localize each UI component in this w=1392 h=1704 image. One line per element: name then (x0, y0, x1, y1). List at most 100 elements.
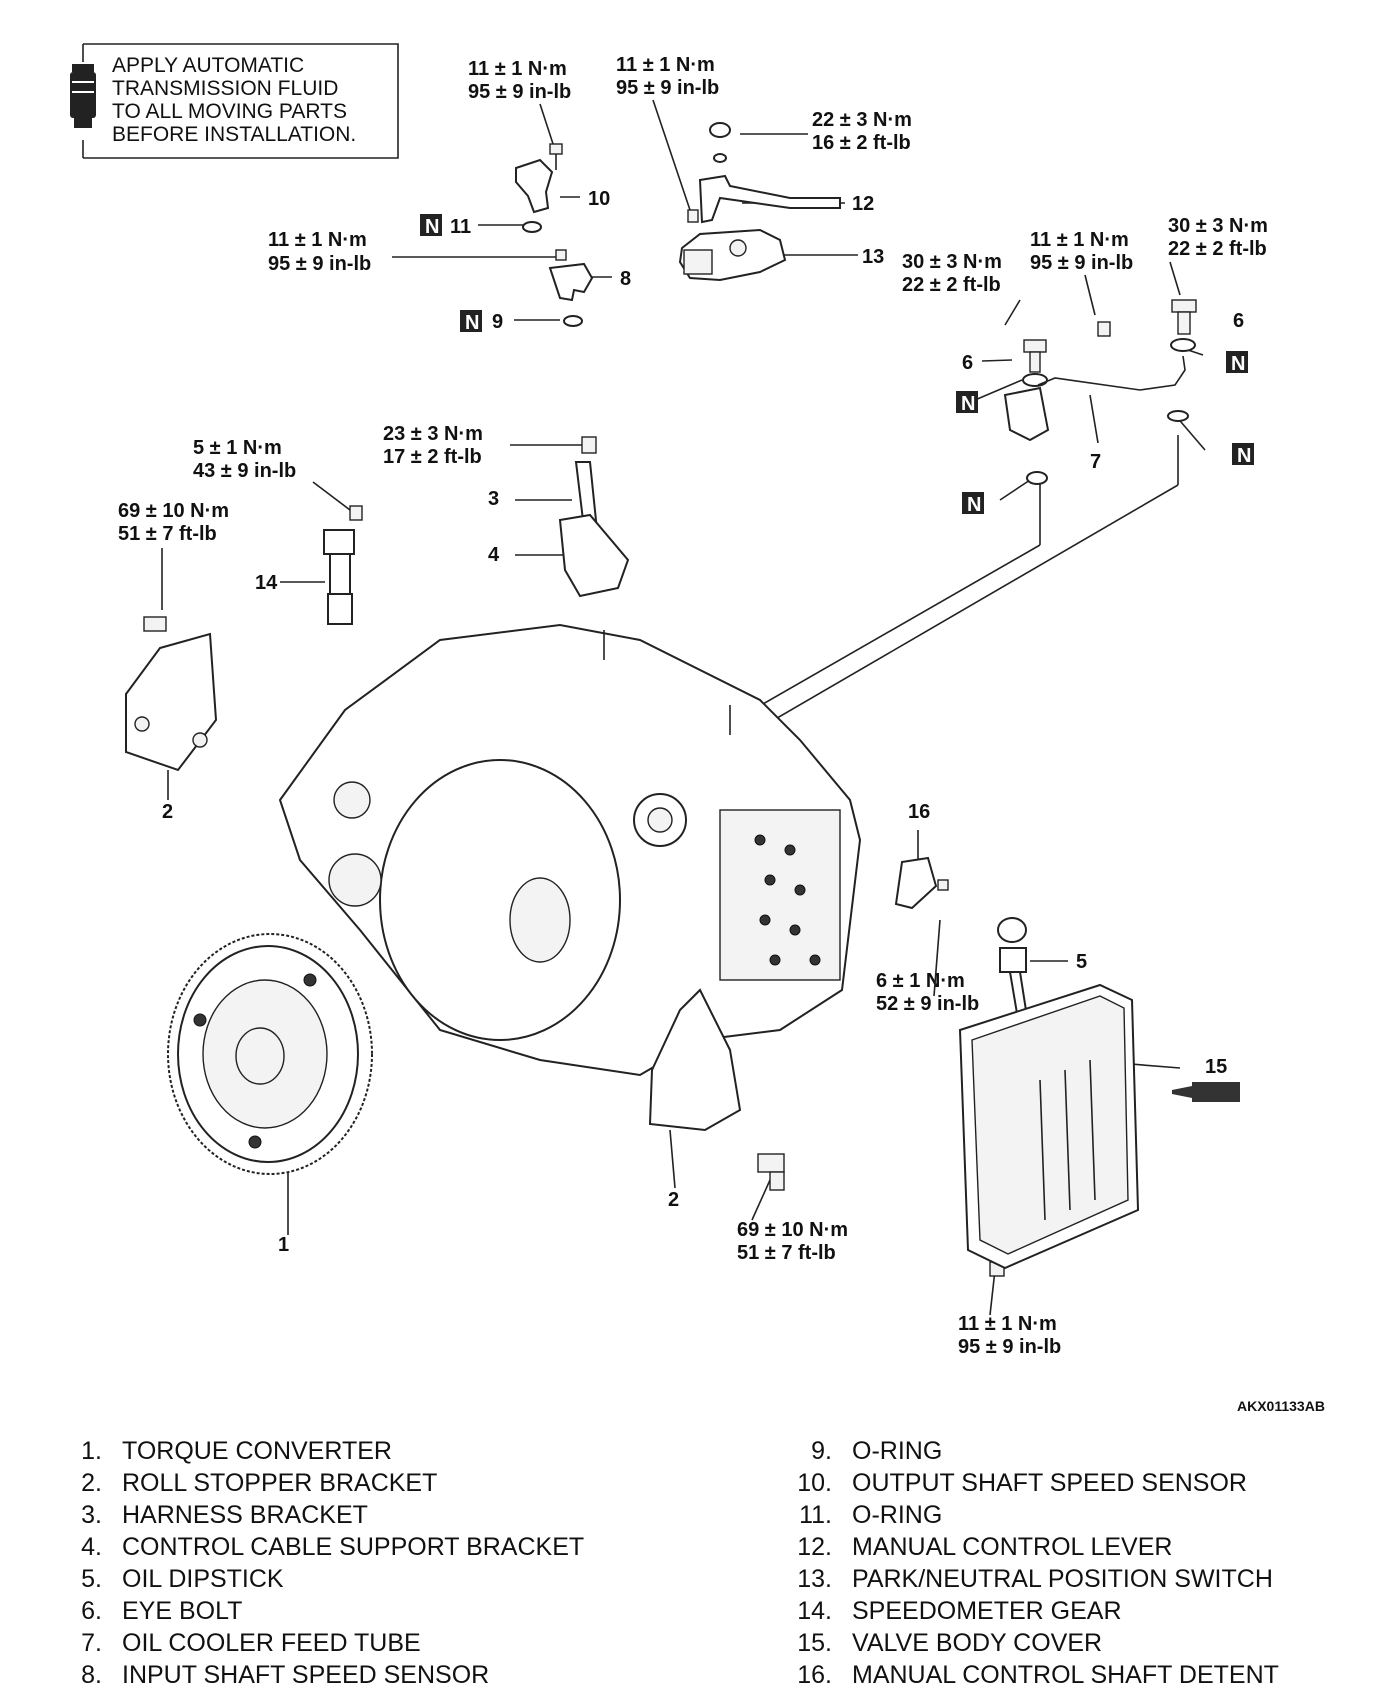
manual-control-shaft-detent (894, 856, 949, 910)
svg-text:N: N (961, 393, 975, 415)
valve-body-bolts (754, 834, 821, 966)
legend-item: 16.MANUAL CONTROL SHAFT DETENT (797, 1661, 1279, 1689)
legend-item: 8.INPUT SHAFT SPEED SENSOR (81, 1661, 490, 1689)
legend-item: 1.TORQUE CONVERTER (81, 1437, 392, 1465)
callout-8: 8 (620, 268, 631, 290)
parts-legend: 1.TORQUE CONVERTER 2.ROLL STOPPER BRACKE… (0, 1435, 1392, 1695)
svg-text:N: N (967, 494, 981, 516)
roll-stopper-bracket-bottom (648, 988, 742, 1132)
legend-item: 11.O-RING (799, 1501, 943, 1529)
torque-10-inlb: 95 ± 9 in-lb (468, 81, 571, 103)
valve-body-cover (958, 983, 1140, 1270)
control-cable-support-bracket (558, 513, 630, 598)
callout-numbers: 1 2 2 3 4 5 6 6 7 8 9 10 11 12 13 14 15 … (162, 188, 1244, 1256)
callout-6-left: 6 (962, 352, 973, 374)
torque-16-nm: 6 ± 1 N·m (876, 970, 965, 992)
input-shaft-speed-sensor (548, 249, 594, 302)
callout-7: 7 (1090, 451, 1101, 473)
new-part-marker-9: N (460, 310, 482, 334)
note-line-3: TO ALL MOVING PARTS (112, 100, 347, 123)
roll-stopper-bracket-top (125, 616, 218, 772)
new-part-marker-11: N (420, 214, 442, 238)
legend-item: 9.O-RING (811, 1437, 943, 1465)
torque-12-nut-nm: 22 ± 3 N·m (812, 109, 912, 131)
legend-item: 2.ROLL STOPPER BRACKET (81, 1469, 438, 1497)
torque-specs: 11 ± 1 N·m 95 ± 9 in-lb 11 ± 1 N·m 95 ± … (118, 54, 1268, 1358)
bolt-roll-stopper-bottom (757, 1153, 785, 1191)
torque-8-inlb: 95 ± 9 in-lb (268, 253, 371, 275)
legend-item: 5.OIL DIPSTICK (81, 1565, 284, 1593)
o-ring-9 (563, 315, 583, 327)
callout-11: 11 (450, 216, 471, 238)
callout-2-bottom: 2 (668, 1189, 679, 1211)
park-neutral-position-switch (678, 228, 787, 282)
sealant-tube-icon (1172, 1082, 1240, 1102)
torque-2-bottom-nm: 69 ± 10 N·m (737, 1219, 848, 1241)
fluid-bottle-icon (70, 64, 96, 128)
torque-10-nm: 11 ± 1 N·m (468, 58, 567, 80)
svg-text:N: N (425, 216, 439, 238)
legend-column-right: 9.O-RING 10.OUTPUT SHAFT SPEED SENSOR 11… (770, 1435, 1279, 1691)
torque-6-left-nm: 30 ± 3 N·m (902, 251, 1002, 273)
legend-item: 7.OIL COOLER FEED TUBE (81, 1629, 421, 1657)
oil-cooler-feed-tube (1037, 355, 1186, 391)
o-ring-tube (1026, 471, 1048, 485)
output-shaft-speed-sensor (515, 143, 563, 214)
speedometer-gear (323, 505, 363, 625)
new-part-marker-tube-right: N (1226, 351, 1248, 375)
eye-bolt-left (1022, 339, 1048, 387)
callout-3: 3 (488, 488, 499, 510)
svg-text:N: N (1231, 353, 1245, 375)
new-part-markers: N N N N N N (420, 214, 1254, 516)
tube-bolt (1097, 321, 1111, 337)
torque-7-nm: 11 ± 1 N·m (1030, 229, 1129, 251)
torque-2-bottom-ftlb: 51 ± 7 ft-lb (737, 1242, 836, 1264)
legend-item: 10.OUTPUT SHAFT SPEED SENSOR (797, 1469, 1247, 1497)
legend-item: 13.PARK/NEUTRAL POSITION SWITCH (797, 1565, 1273, 1593)
new-part-marker-tube-left: N (956, 391, 978, 415)
note-line-4: BEFORE INSTALLATION. (112, 123, 356, 146)
torque-14-nm: 5 ± 1 N·m (193, 437, 282, 459)
callout-16: 16 (908, 801, 930, 823)
note-line-1: APPLY AUTOMATIC (112, 54, 304, 77)
torque-12-nut-ftlb: 16 ± 2 ft-lb (812, 132, 911, 154)
note-line-2: TRANSMISSION FLUID (112, 77, 338, 100)
svg-text:N: N (1237, 445, 1251, 467)
figure-code: AKX01133AB (1237, 1398, 1325, 1414)
torque-3-nm: 23 ± 3 N·m (383, 423, 483, 445)
legend-item: 12.MANUAL CONTROL LEVER (797, 1533, 1173, 1561)
callout-10: 10 (588, 188, 610, 210)
torque-6-right-ftlb: 22 ± 2 ft-lb (1168, 238, 1267, 260)
torque-15-inlb: 95 ± 9 in-lb (958, 1336, 1061, 1358)
torque-6-right-nm: 30 ± 3 N·m (1168, 215, 1268, 237)
callout-1: 1 (278, 1234, 289, 1256)
torque-3-ftlb: 17 ± 2 ft-lb (383, 446, 482, 468)
tube-fitting (1003, 386, 1050, 442)
torque-16-inlb: 52 ± 9 in-lb (876, 993, 979, 1015)
torque-2-top-ftlb: 51 ± 7 ft-lb (118, 523, 217, 545)
svg-text:N: N (465, 312, 479, 334)
legend-item: 6.EYE BOLT (81, 1597, 243, 1625)
callout-9: 9 (492, 311, 503, 333)
callout-12: 12 (852, 193, 874, 215)
torque-15-nm: 11 ± 1 N·m (958, 1313, 1057, 1335)
new-part-marker-tube-lower: N (962, 492, 984, 516)
torque-12-nm: 11 ± 1 N·m (616, 54, 715, 76)
callout-13: 13 (862, 246, 884, 268)
fluid-note: APPLY AUTOMATIC TRANSMISSION FLUID TO AL… (70, 43, 399, 159)
legend-item: 4.CONTROL CABLE SUPPORT BRACKET (81, 1533, 585, 1561)
eye-bolt-right (1167, 299, 1197, 422)
callout-14: 14 (255, 572, 278, 594)
callout-4: 4 (488, 544, 500, 566)
callout-5: 5 (1076, 951, 1087, 973)
legend-column-left: 1.TORQUE CONVERTER 2.ROLL STOPPER BRACKE… (40, 1435, 584, 1691)
torque-8-nm: 11 ± 1 N·m (268, 229, 367, 251)
callout-6-right: 6 (1233, 310, 1244, 332)
o-ring-11 (522, 221, 542, 233)
legend-item: 3.HARNESS BRACKET (81, 1501, 368, 1529)
torque-6-left-ftlb: 22 ± 2 ft-lb (902, 274, 1001, 296)
callout-2-top: 2 (162, 801, 173, 823)
torque-converter (167, 933, 373, 1175)
torque-2-top-nm: 69 ± 10 N·m (118, 500, 229, 522)
